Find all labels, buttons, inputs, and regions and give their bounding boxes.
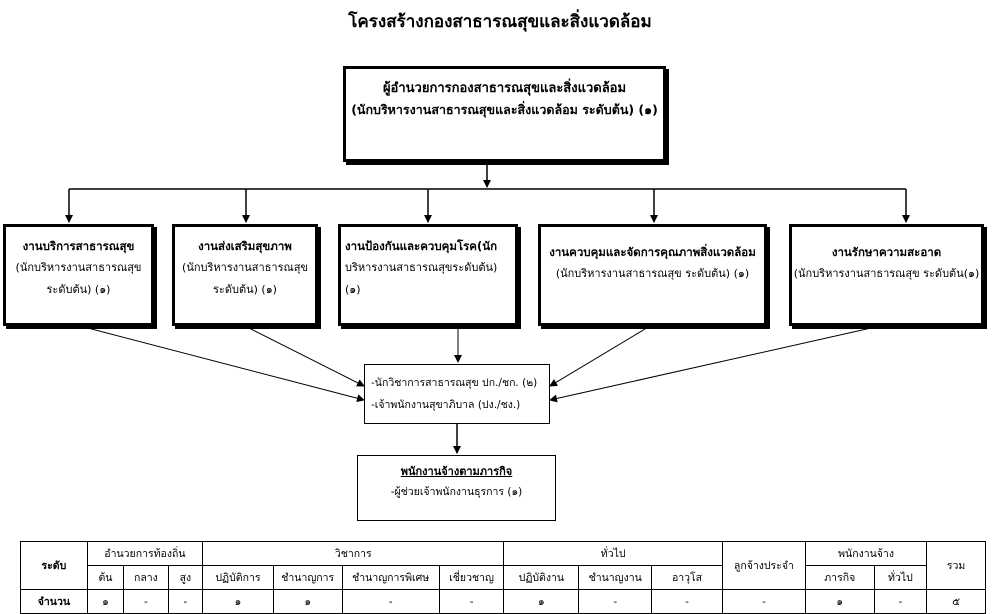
- contract-staff-line: -ผู้ช่วยเจ้าพนักงานธุรการ (๑): [390, 486, 523, 498]
- column-header: ภารกิจ: [804, 565, 875, 590]
- unit-position: (นักบริหารงานสาธารณสุข ระดับต้น) (๑): [555, 267, 750, 280]
- unit-environment-quality: งานควบคุมและจัดการคุณภาพสิ่งแวดล้อม (นัก…: [538, 224, 767, 326]
- unit-name: งานรักษาความสะอาด: [831, 245, 942, 259]
- director-position: (นักบริหารงานสาธารณสุขและสิ่งแวดล้อม ระด…: [351, 102, 658, 117]
- unit-position: (นักบริหารงานสาธารณสุข: [182, 261, 308, 274]
- unit-position: (นักบริหารงานสาธารณสุข ระดับต้น(๑): [793, 267, 980, 280]
- table-header-row: ระดับ อำนวยการท้องถิ่น วิชาการ ทั่วไป ลู…: [20, 541, 986, 590]
- column-header: ชำนาญการ: [272, 565, 343, 590]
- table-cell: -: [578, 589, 653, 614]
- table-cell: ๕: [926, 589, 986, 614]
- table-cell: ๑: [503, 589, 580, 614]
- table-cell: -: [651, 589, 723, 614]
- table-cell: ๑: [804, 589, 875, 614]
- table-cell: ๑: [202, 589, 274, 614]
- unit-cleanliness: งานรักษาความสะอาด (นักบริหารงานสาธารณสุข…: [789, 224, 984, 326]
- unit-position: (นักบริหารงานสาธารณสุข: [15, 261, 142, 274]
- column-header: ปฏิบัติงาน: [503, 565, 580, 590]
- level-header: ระดับ: [20, 541, 88, 590]
- table-cell: -: [721, 589, 806, 614]
- table-count-row: จำนวน ๑ - - ๑ ๑ - - ๑ - - - ๑ - ๕: [20, 589, 986, 614]
- unit-public-health-service: งานบริการสาธารณสุข (นักบริหารงานสาธารณสุ…: [3, 224, 154, 326]
- unit-position-level: ระดับต้น) (๑): [213, 283, 277, 296]
- contract-staff-box: พนักงานจ้างตามภารกิจ -ผู้ช่วยเจ้าพนักงาน…: [357, 455, 556, 521]
- count-label: จำนวน: [20, 589, 88, 614]
- column-header: กลาง: [123, 565, 169, 590]
- group-header-permanent: ลูกจ้างประจำ: [721, 541, 806, 590]
- group-header-academic: วิชาการ: [202, 541, 505, 566]
- table-cell: -: [873, 589, 928, 614]
- table-cell: -: [438, 589, 505, 614]
- unit-disease-prevention: งานป้องกันและควบคุมโรค(นัก บริหารงานสาธา…: [338, 224, 518, 326]
- contract-staff-heading: พนักงานจ้างตามภารกิจ: [400, 465, 513, 478]
- officer-line: -นักวิชาการสาธารณสุข ปก./ชก. (๒): [371, 377, 538, 389]
- column-header: ชำนาญงาน: [578, 565, 653, 590]
- column-header: อาวุโส: [651, 565, 723, 590]
- page-title: โครงสร้างกองสาธารณสุขและสิ่งแวดล้อม: [348, 12, 652, 32]
- director-title: ผู้อำนวยการกองสาธารณสุขและสิ่งแวดล้อม: [382, 81, 627, 96]
- officer-box: -นักวิชาการสาธารณสุข ปก./ชก. (๒) -เจ้าพน…: [364, 364, 550, 424]
- director-box: ผู้อำนวยการกองสาธารณสุขและสิ่งแวดล้อม (น…: [343, 66, 666, 162]
- table-cell: ๑: [86, 589, 125, 614]
- column-header: สูง: [167, 565, 204, 590]
- table-cell: -: [167, 589, 204, 614]
- unit-health-promotion: งานส่งเสริมสุขภาพ (นักบริหารงานสาธารณสุข…: [172, 224, 318, 326]
- staff-count-table: ระดับ อำนวยการท้องถิ่น วิชาการ ทั่วไป ลู…: [20, 541, 986, 614]
- group-header-contract: พนักงานจ้าง: [804, 541, 928, 566]
- unit-position-level: ระดับต้น) (๑): [46, 283, 111, 296]
- column-header: ปฏิบัติการ: [202, 565, 274, 590]
- unit-name: งานบริการสาธารณสุข: [22, 239, 135, 253]
- total-header: รวม: [926, 541, 986, 590]
- unit-name: งานควบคุมและจัดการคุณภาพสิ่งแวดล้อม: [549, 245, 756, 259]
- column-header: ต้น: [86, 565, 125, 590]
- officer-line: -เจ้าพนักงานสุขาภิบาล (ปง./ชง.): [371, 399, 521, 411]
- group-header-local-admin: อำนวยการท้องถิ่น: [86, 541, 204, 566]
- column-header: ทั่วไป: [873, 565, 928, 590]
- unit-position: บริหารงานสาธารณสุขระดับต้น) (๑): [345, 261, 498, 296]
- table-cell: ๑: [272, 589, 343, 614]
- table-cell: -: [341, 589, 440, 614]
- column-header: เชี่ยวชาญ: [438, 565, 505, 590]
- column-header: ชำนาญการพิเศษ: [341, 565, 440, 590]
- table-subheader-row: ต้น กลาง สูง ปฏิบัติการ ชำนาญการ ชำนาญกา…: [21, 565, 986, 590]
- table-cell: -: [123, 589, 169, 614]
- unit-name: งานส่งเสริมสุขภาพ: [198, 239, 292, 253]
- unit-name: งานป้องกันและควบคุมโรค(นัก: [345, 239, 498, 253]
- group-header-general: ทั่วไป: [503, 541, 723, 566]
